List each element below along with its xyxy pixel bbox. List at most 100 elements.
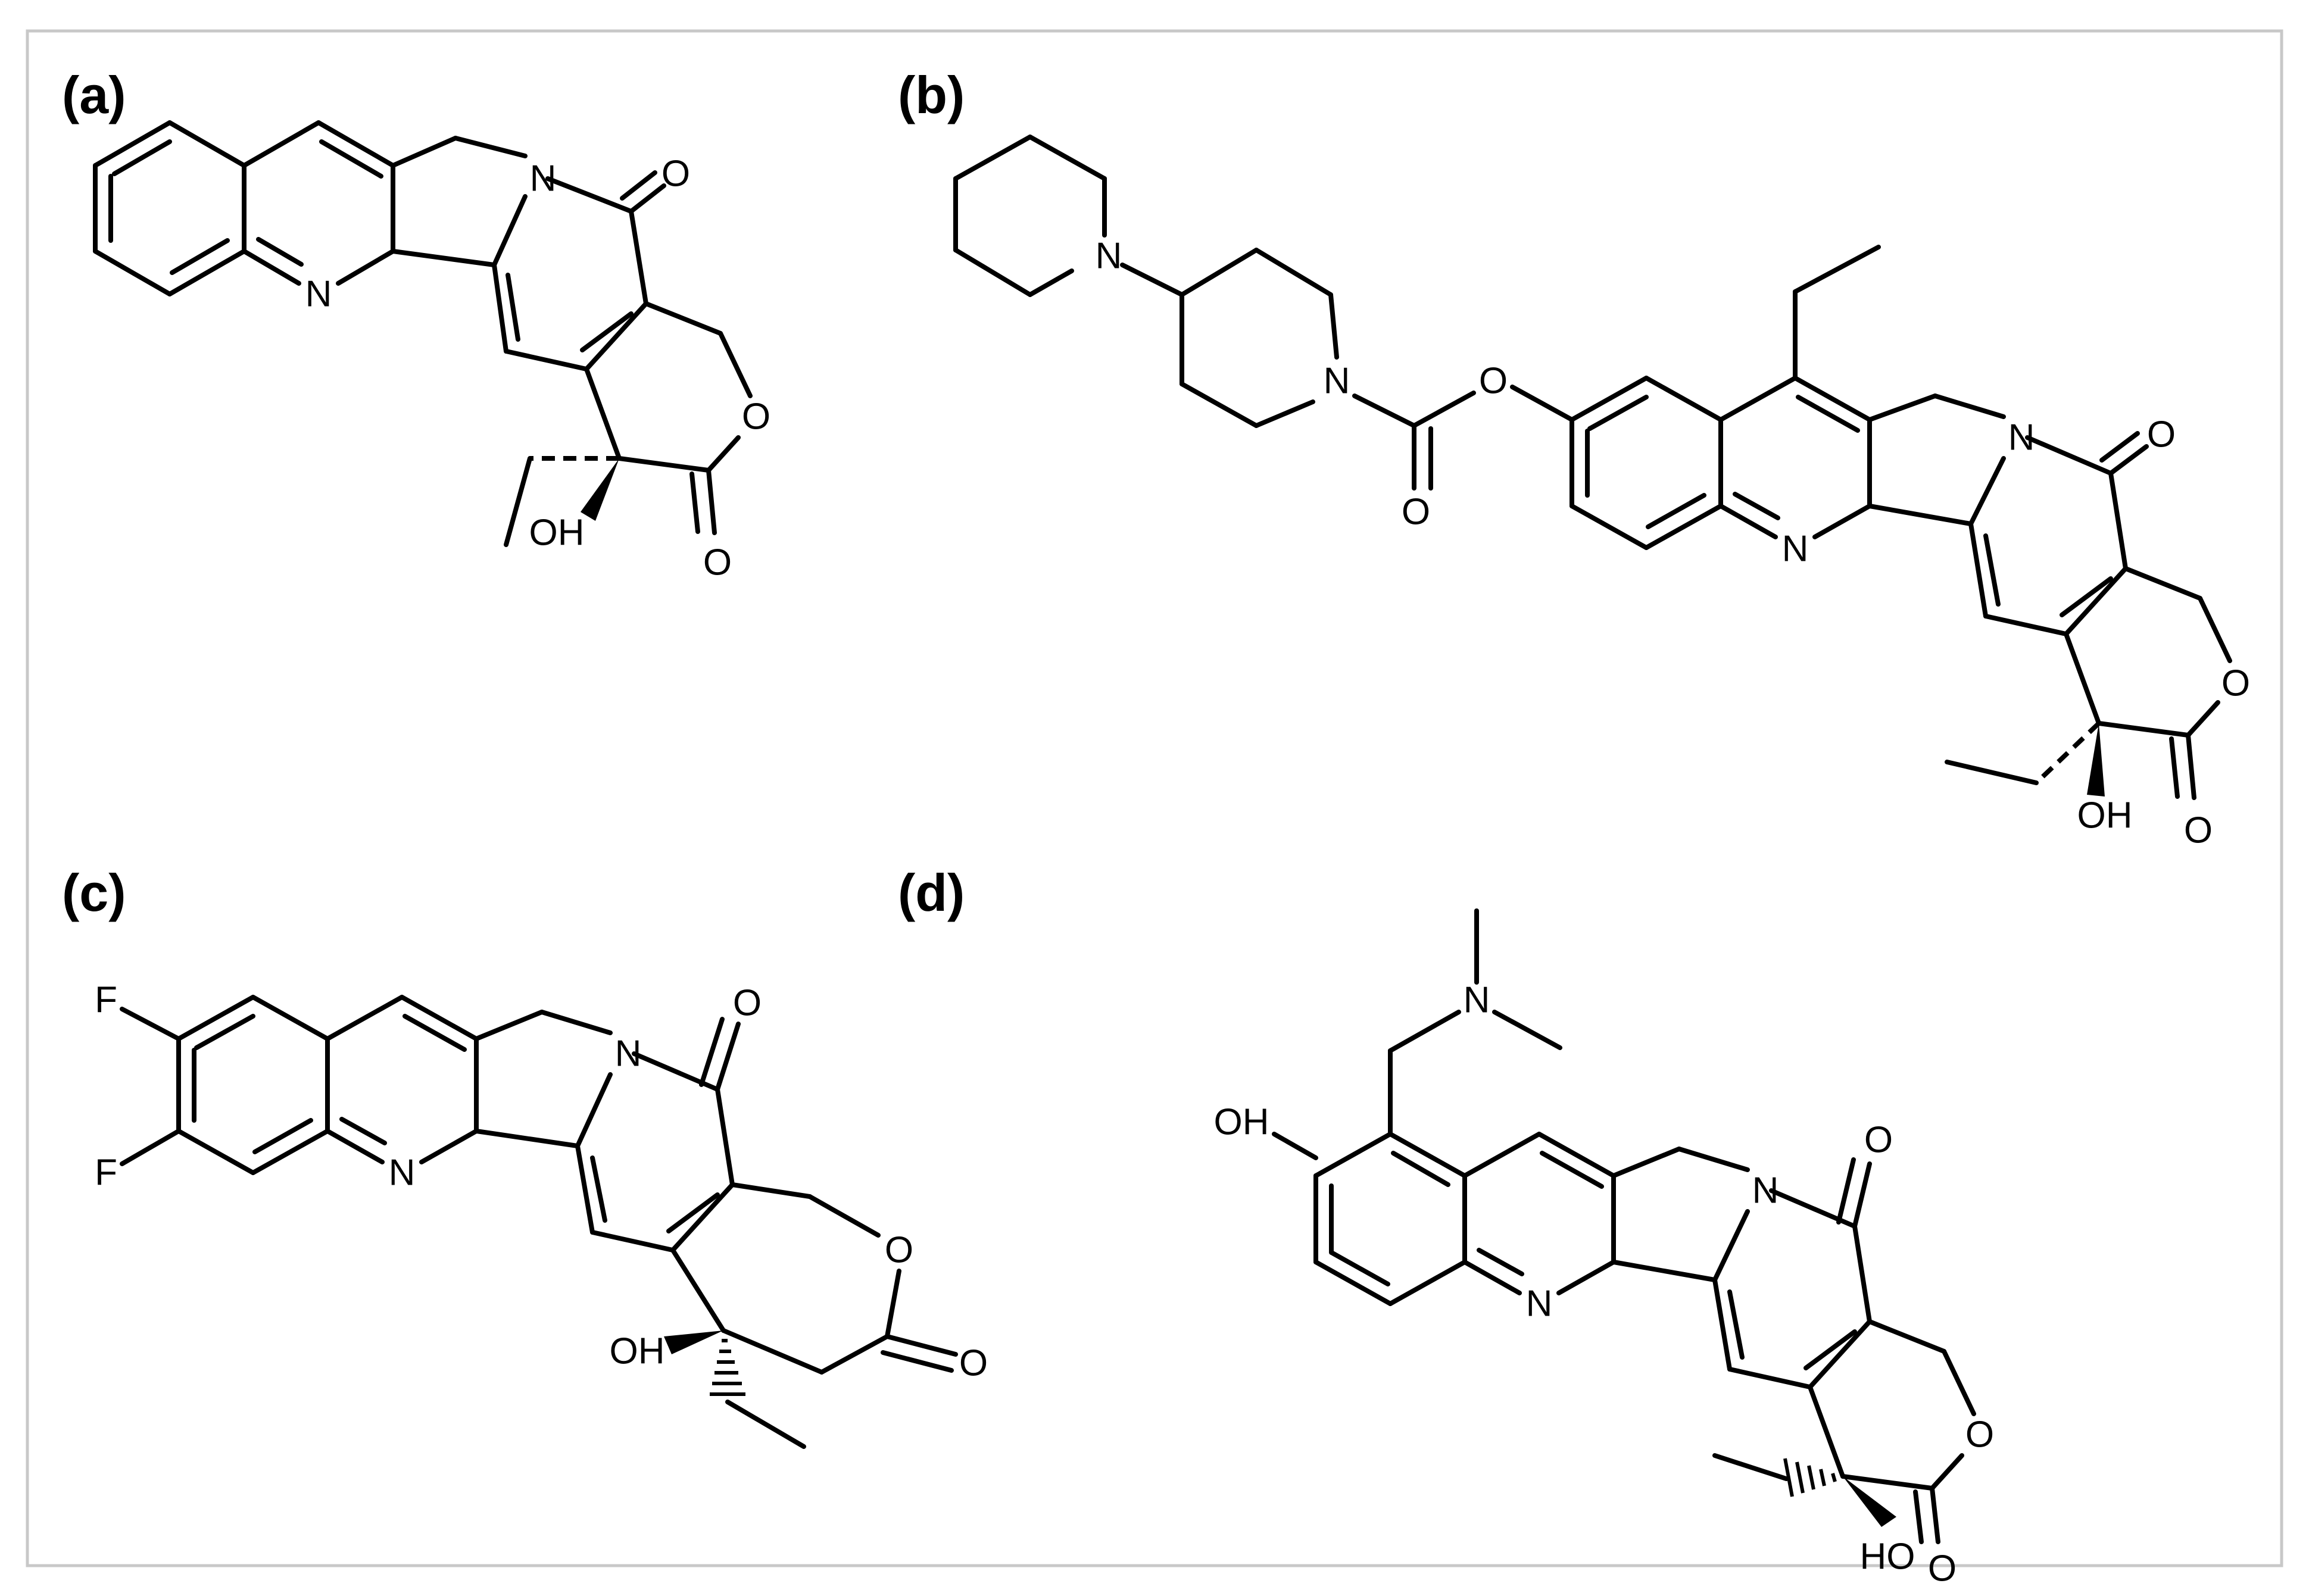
bond xyxy=(953,248,1032,297)
stereo-hash-line xyxy=(1831,1473,1837,1482)
bond xyxy=(2186,700,2220,738)
atom-label: O xyxy=(2184,810,2213,851)
bond xyxy=(885,1269,901,1339)
atom-label: O xyxy=(1479,361,1508,402)
bond xyxy=(2064,566,2128,636)
atom-label: O xyxy=(703,542,732,583)
atom-label: N xyxy=(530,158,557,199)
bond xyxy=(2064,632,2101,726)
bond xyxy=(402,1014,467,1052)
panel-d-label: (d) xyxy=(898,863,965,922)
bond xyxy=(112,139,172,176)
atom-label: N xyxy=(1752,1170,1779,1211)
bond xyxy=(1388,1010,1461,1053)
molecule-d-bonds xyxy=(1272,908,1976,1544)
bond xyxy=(1945,760,2039,785)
bond xyxy=(819,1334,890,1375)
bond xyxy=(590,1155,607,1223)
atom-label: N xyxy=(615,1033,642,1075)
bond xyxy=(1570,376,1649,422)
bond xyxy=(1462,1260,1522,1295)
bond xyxy=(1930,1453,1964,1491)
bond xyxy=(2060,576,2113,617)
bond xyxy=(617,456,711,473)
bond xyxy=(1646,493,1706,529)
atom-label: OH xyxy=(1214,1102,1269,1143)
atom-label: O xyxy=(2221,663,2250,704)
bond xyxy=(730,1182,812,1199)
bond xyxy=(316,120,395,168)
atom-label: O xyxy=(959,1343,988,1384)
bond xyxy=(391,136,458,168)
molecule-b-atoms: N N O O N N O O O OH xyxy=(1096,236,2251,851)
bond xyxy=(670,1248,726,1333)
atom-label: O xyxy=(662,154,690,195)
bond xyxy=(1540,1151,1604,1189)
bond xyxy=(1712,1453,1789,1481)
bond xyxy=(176,1129,255,1175)
bond xyxy=(2123,566,2202,601)
bond xyxy=(620,170,657,201)
bond xyxy=(176,995,255,1041)
bond xyxy=(1492,1010,1562,1050)
bond xyxy=(93,249,172,296)
bond xyxy=(1254,248,1333,297)
bond xyxy=(1808,1385,1845,1479)
stereo-hash-line xyxy=(1819,1469,1826,1486)
molecule-c-atoms: F F N N O O O OH xyxy=(95,980,988,1384)
molecule-a-atoms: N N O O O OH xyxy=(305,154,771,583)
bond xyxy=(1391,1151,1450,1187)
bond xyxy=(1412,391,1476,428)
bond xyxy=(706,468,717,535)
bond xyxy=(336,249,395,286)
bond xyxy=(575,1072,613,1148)
panel-b: (b) xyxy=(898,65,2250,851)
bond xyxy=(1180,382,1259,428)
bond xyxy=(1942,1349,1976,1416)
stereo-wedge-bond xyxy=(2087,723,2105,797)
atom-label: O xyxy=(1402,492,1430,533)
bond xyxy=(584,367,622,461)
bond xyxy=(725,1400,806,1449)
atom-label: N xyxy=(1526,1283,1553,1325)
panel-d: (d) xyxy=(898,863,1994,1589)
bond xyxy=(251,1129,330,1175)
bond xyxy=(1968,456,2006,526)
bond xyxy=(1180,248,1259,297)
bond xyxy=(953,135,1032,181)
atom-label: O xyxy=(1965,1414,1994,1456)
bond xyxy=(1120,263,1184,297)
panel-c: (c) xyxy=(62,863,988,1449)
bond xyxy=(242,120,321,168)
bond xyxy=(1313,1260,1393,1306)
bond xyxy=(1712,1209,1750,1282)
bond xyxy=(391,249,497,267)
bond xyxy=(1867,393,1937,422)
bond xyxy=(1812,504,1872,539)
bond xyxy=(2096,721,2191,738)
bond xyxy=(1028,135,1107,181)
panel-a-label: (a) xyxy=(62,65,126,124)
molecule-d-atoms: N OH N N O O O HO xyxy=(1214,980,1995,1589)
bond xyxy=(242,249,301,286)
bond xyxy=(506,273,520,342)
panel-c-label: (c) xyxy=(62,863,126,922)
bond xyxy=(1272,1132,1318,1160)
bond xyxy=(1388,1260,1467,1306)
bond xyxy=(2186,733,2196,800)
molecule-c-hash-bond xyxy=(710,1339,806,1449)
bond xyxy=(492,263,508,354)
bond xyxy=(1836,1157,1856,1225)
bond xyxy=(325,995,404,1041)
bond xyxy=(2025,435,2113,476)
bond xyxy=(453,136,528,158)
atom-label: O xyxy=(733,983,762,1024)
bond xyxy=(1867,504,1973,526)
bond xyxy=(545,176,634,214)
atom-label: N xyxy=(1324,361,1350,402)
atom-label: OH xyxy=(2077,795,2133,836)
bond xyxy=(1570,504,1649,550)
atom-label: O xyxy=(2147,414,2176,455)
bond xyxy=(807,1194,881,1238)
